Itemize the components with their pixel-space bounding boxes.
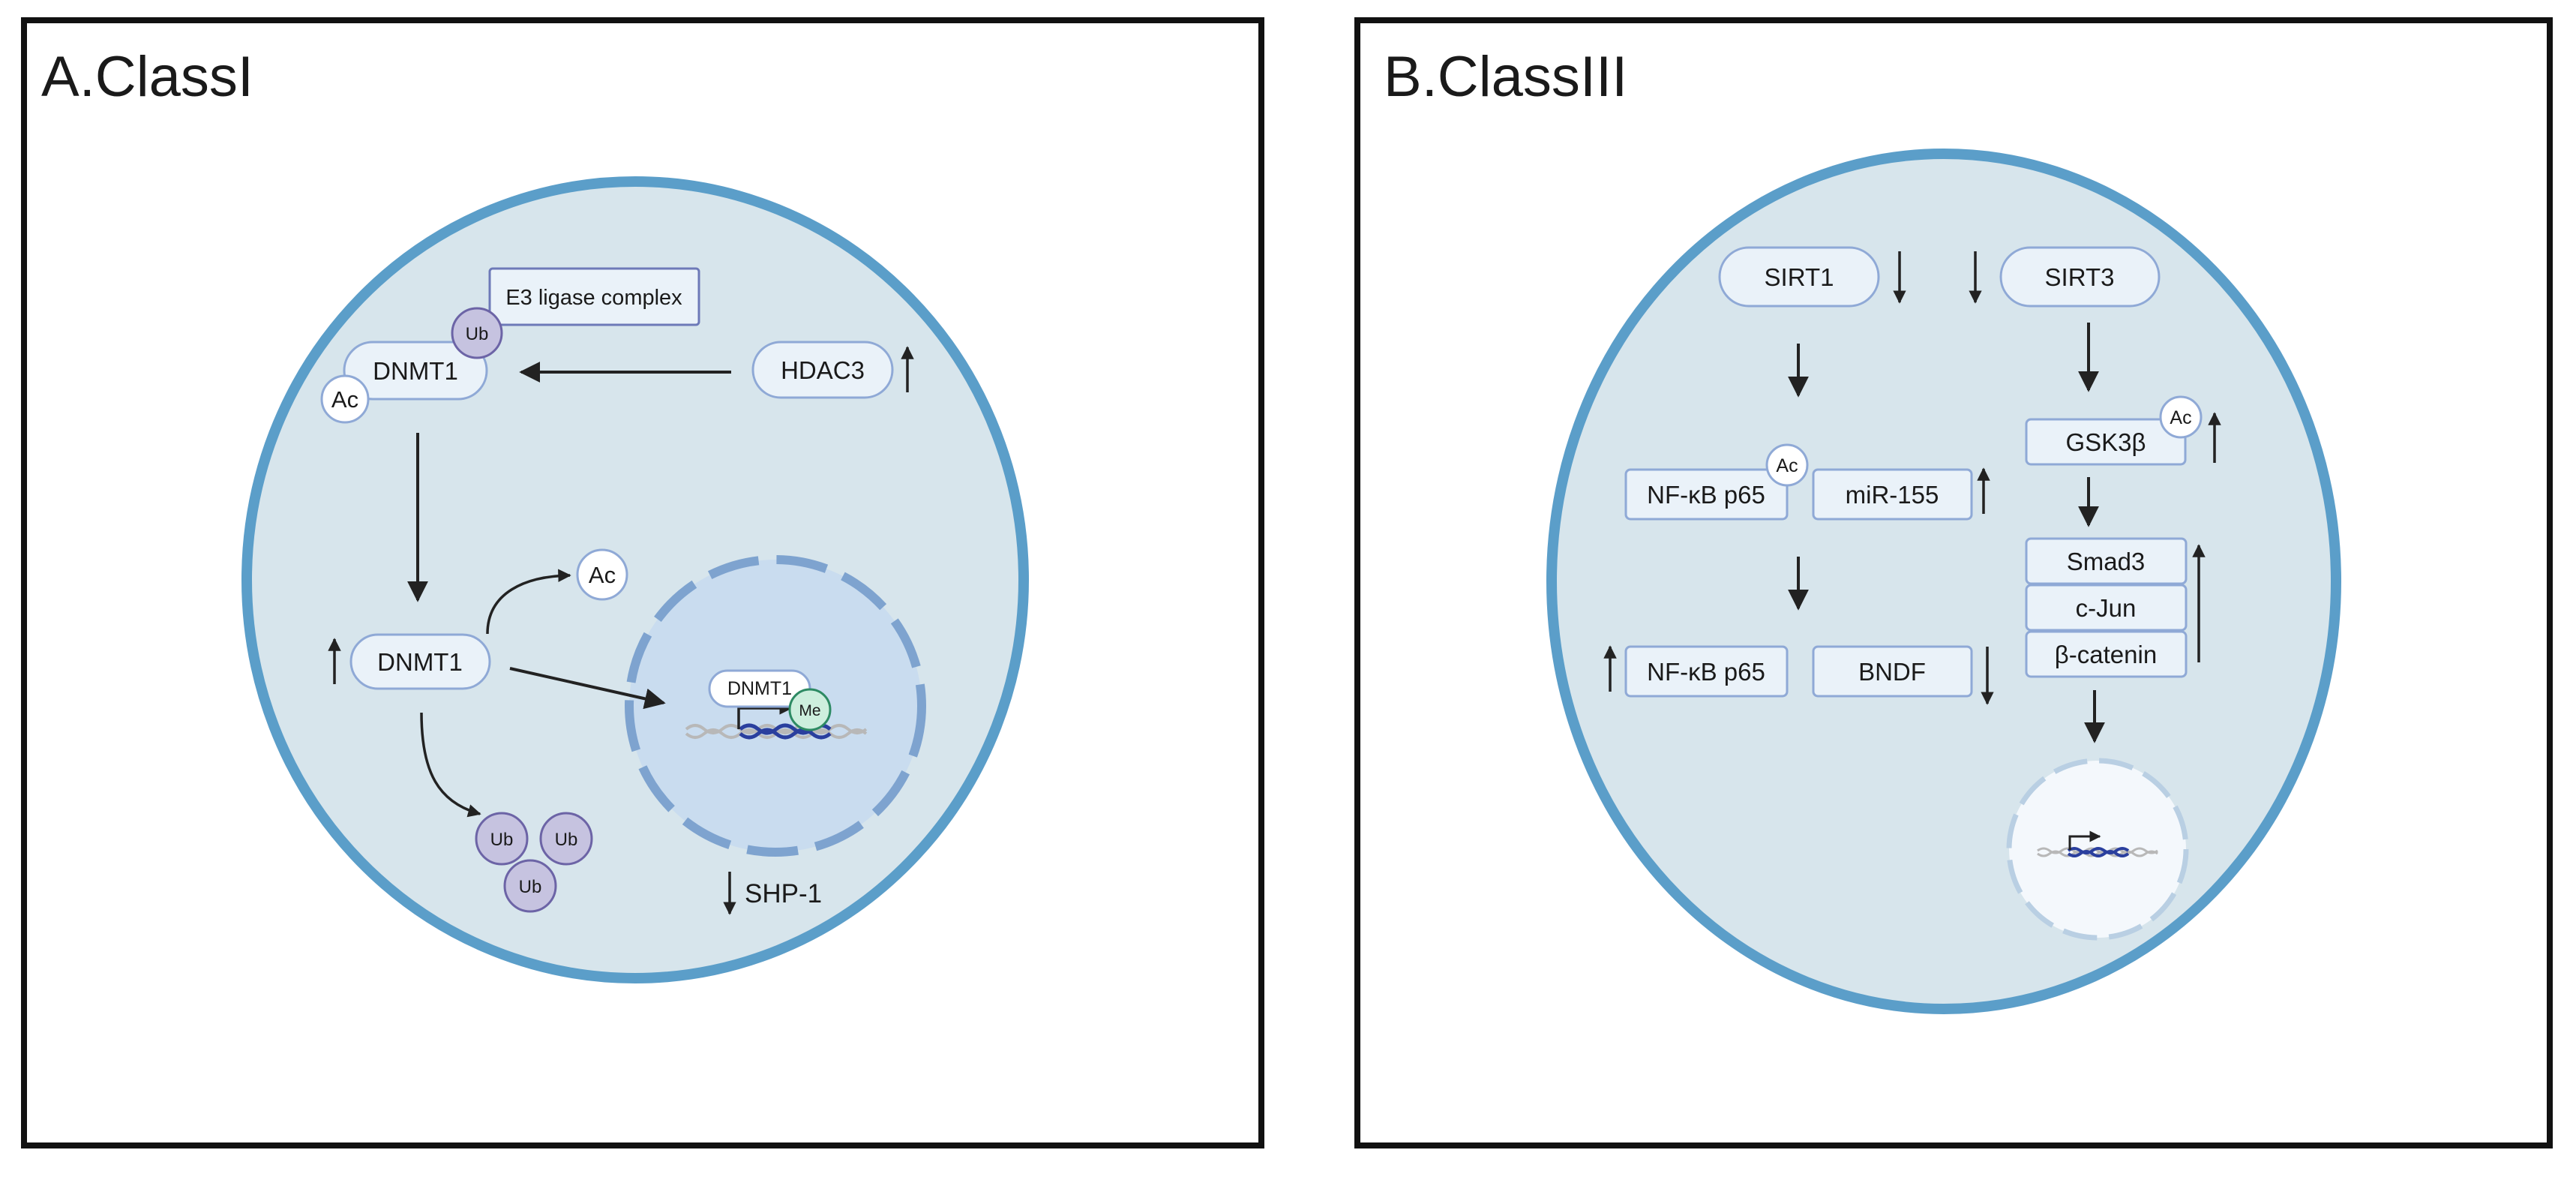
- ub-cluster-2-label: Ub: [555, 830, 578, 850]
- mir155-box: [1812, 468, 1973, 521]
- ub-badge-top: [451, 307, 503, 359]
- panel-b: B.ClassIII SIRT1 SIRT3 NF-κB p65 Ac miR-…: [1354, 17, 2553, 1148]
- gsk3b-label: GSK3β: [2065, 428, 2146, 456]
- dnmt1-pill-top: [343, 341, 488, 401]
- mir155-label: miR-155: [1846, 481, 1939, 509]
- ac-badge-nfkb: [1765, 443, 1809, 487]
- hdac3-label: HDAC3: [781, 356, 865, 384]
- dnmt1-label-top: DNMT1: [373, 357, 458, 385]
- cjun-box: [2025, 584, 2188, 632]
- ac-free-label: Ac: [589, 562, 616, 588]
- ac-badge-gsk3b: [2159, 395, 2203, 439]
- panel-b-title: B.ClassIII: [1384, 45, 1627, 109]
- bcatenin-label: β-catenin: [2055, 641, 2157, 668]
- ub-cluster-1: [475, 812, 529, 866]
- e3-ligase-label: E3 ligase complex: [505, 286, 682, 310]
- hdac3-pill: [751, 341, 894, 399]
- dnmt1-label-bottom: DNMT1: [377, 648, 463, 676]
- e3-ligase-box: [488, 267, 700, 326]
- cell-b: [1546, 149, 2341, 1014]
- nfkb-label-top: NF-κB p65: [1647, 481, 1765, 509]
- arrow-dnmt1-to-nucleus: [509, 667, 666, 710]
- sirt3-label: SIRT3: [2045, 263, 2115, 291]
- panel-a: A.ClassI E3 ligase complex DNMT1 Ub Ac H…: [21, 17, 1264, 1148]
- ub-cluster-3: [503, 859, 557, 913]
- panel-a-title: A.ClassI: [41, 45, 253, 109]
- nuclear-envelope-b: [2006, 758, 2189, 941]
- cjun-label: c-Jun: [2076, 594, 2137, 622]
- dna-strand-b: [2037, 847, 2158, 857]
- bndf-box: [1812, 645, 1973, 698]
- smad3-label: Smad3: [2067, 548, 2146, 575]
- bcatenin-box: [2025, 630, 2188, 678]
- ub-cluster-2: [539, 812, 593, 866]
- ac-label-nfkb: Ac: [1776, 455, 1798, 476]
- nfkb-label-bottom: NF-κB p65: [1647, 658, 1765, 686]
- me-label: Me: [799, 702, 820, 719]
- ac-badge-top: [320, 374, 370, 424]
- ub-cluster-1-label: Ub: [490, 830, 514, 850]
- nfkb-box-top: [1624, 468, 1789, 521]
- ac-label-top: Ac: [331, 386, 358, 413]
- ub-label-top: Ub: [466, 324, 489, 344]
- smad3-box: [2025, 537, 2188, 585]
- dna-strand-a: [685, 723, 868, 740]
- dnmt1-pill-bottom: [349, 633, 491, 690]
- ac-label-gsk3b: Ac: [2170, 407, 2191, 428]
- nuclear-envelope-a: [625, 555, 926, 857]
- sirt1-label: SIRT1: [1765, 263, 1834, 291]
- dnmt1-label-nucleus: DNMT1: [727, 678, 792, 699]
- sirt1-pill: [1718, 246, 1880, 308]
- sirt3-pill: [1999, 246, 2161, 308]
- bndf-label: BNDF: [1858, 658, 1926, 686]
- transcription-start-arrow-a: [737, 701, 793, 729]
- arrow-deacetylation: [486, 569, 571, 635]
- gsk3b-box: [2025, 418, 2187, 466]
- transcription-start-arrow-b: [2068, 830, 2101, 850]
- arrow-ubiquitination: [420, 712, 481, 818]
- ub-cluster-3-label: Ub: [519, 877, 542, 897]
- ac-free-badge: [576, 548, 628, 601]
- nfkb-box-bottom: [1624, 645, 1789, 698]
- me-badge: [788, 688, 832, 731]
- shp1-label: SHP-1: [745, 879, 822, 908]
